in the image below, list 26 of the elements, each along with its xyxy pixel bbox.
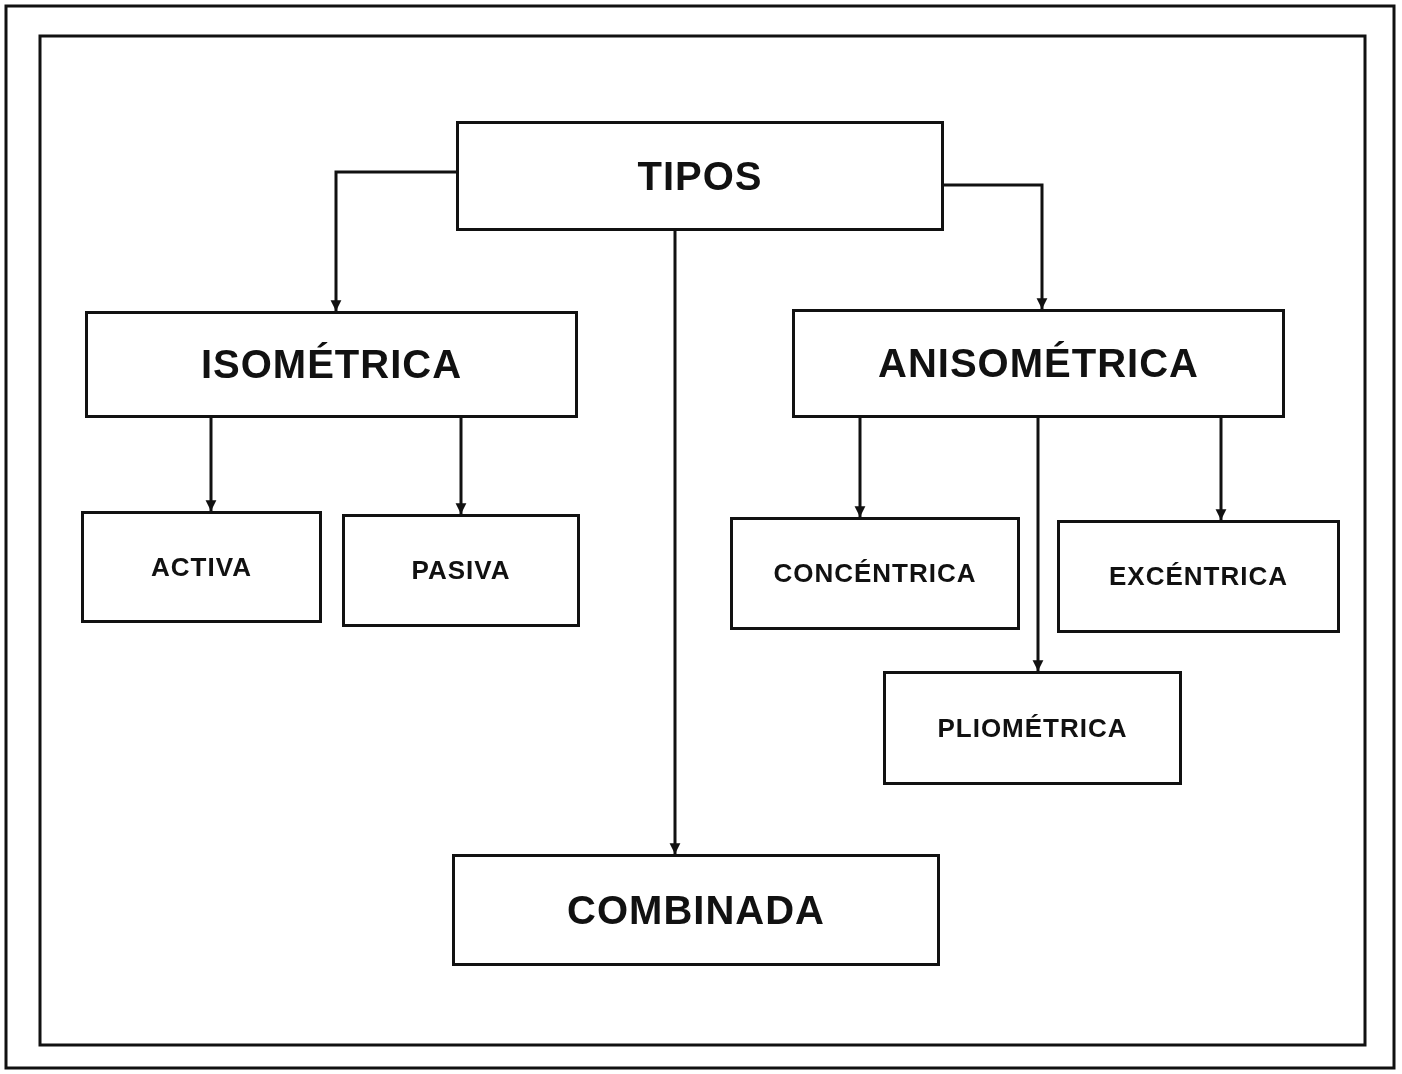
box-label: TIPOS xyxy=(637,153,763,199)
arrow xyxy=(205,418,217,512)
box-label: PLIOMÉTRICA xyxy=(937,712,1128,744)
category-box xyxy=(730,517,1020,630)
category-box xyxy=(452,854,940,966)
arrow xyxy=(455,418,467,515)
arrow xyxy=(854,418,866,518)
category-box xyxy=(1057,520,1340,633)
category-box xyxy=(342,514,580,627)
category-box xyxy=(883,671,1182,785)
box-label: CONCÉNTRICA xyxy=(773,558,977,589)
box-label: ANISOMÉTRICA xyxy=(878,341,1199,386)
category-box xyxy=(456,121,944,231)
arrow xyxy=(944,183,1048,310)
category-box xyxy=(85,311,578,418)
box-label: COMBINADA xyxy=(567,887,825,933)
box-label: PASIVA xyxy=(411,555,511,586)
arrow xyxy=(1032,418,1044,672)
category-box xyxy=(792,309,1285,418)
category-box xyxy=(81,511,322,623)
box-label: EXCÉNTRICA xyxy=(1109,561,1288,592)
arrow xyxy=(669,231,681,855)
arrow xyxy=(1215,418,1227,521)
arrow xyxy=(330,170,456,312)
box-label: ISOMÉTRICA xyxy=(200,342,463,387)
box-label: ACTIVA xyxy=(151,551,252,583)
